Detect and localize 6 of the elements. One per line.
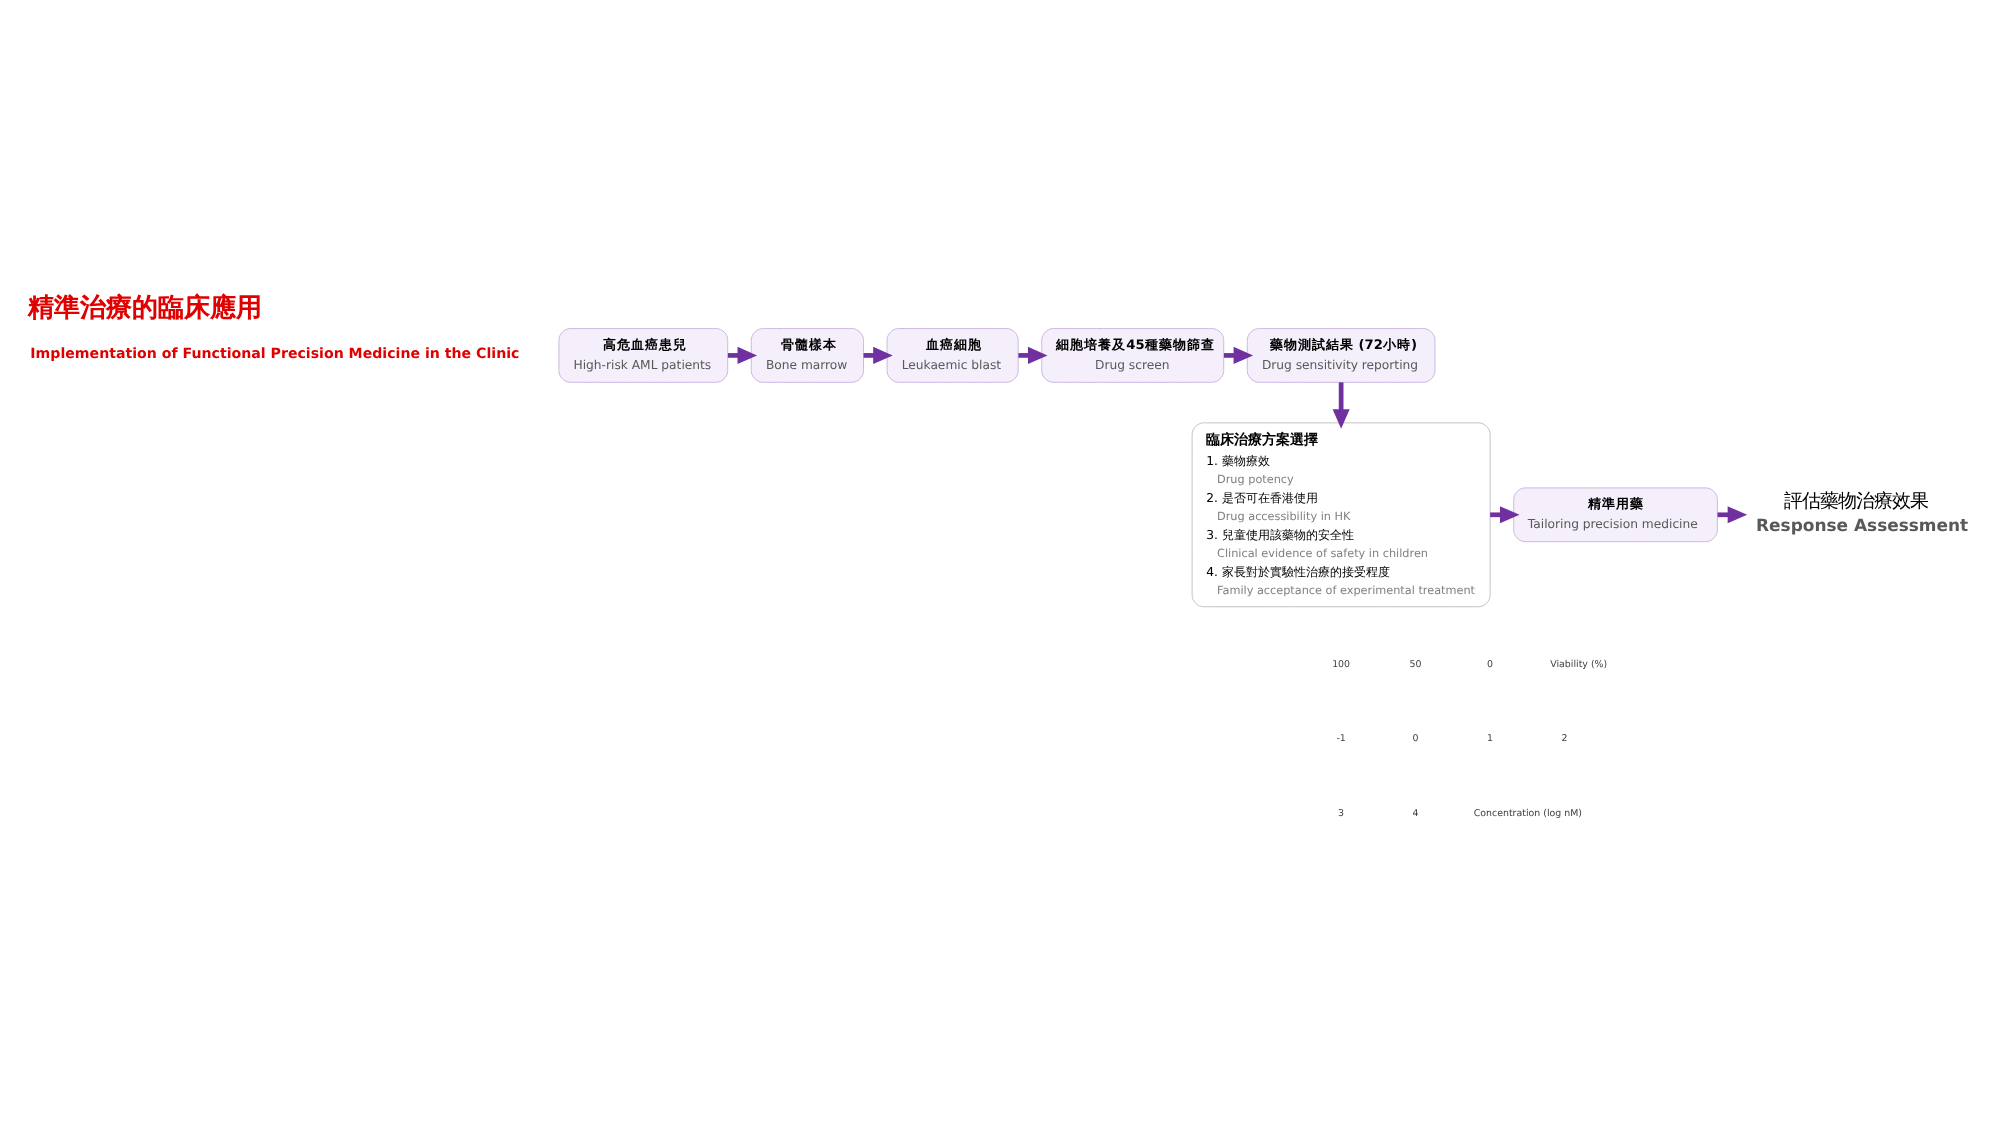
- node-text: 評估藥物治療效果 Response Assessment: [1756, 491, 1969, 536]
- diagram-title: 精準治療的臨床應用: [27, 293, 262, 324]
- arrow: [727, 346, 758, 364]
- arrow: [1223, 346, 1254, 364]
- arrow: [1332, 382, 1350, 429]
- arrow: [1018, 346, 1048, 364]
